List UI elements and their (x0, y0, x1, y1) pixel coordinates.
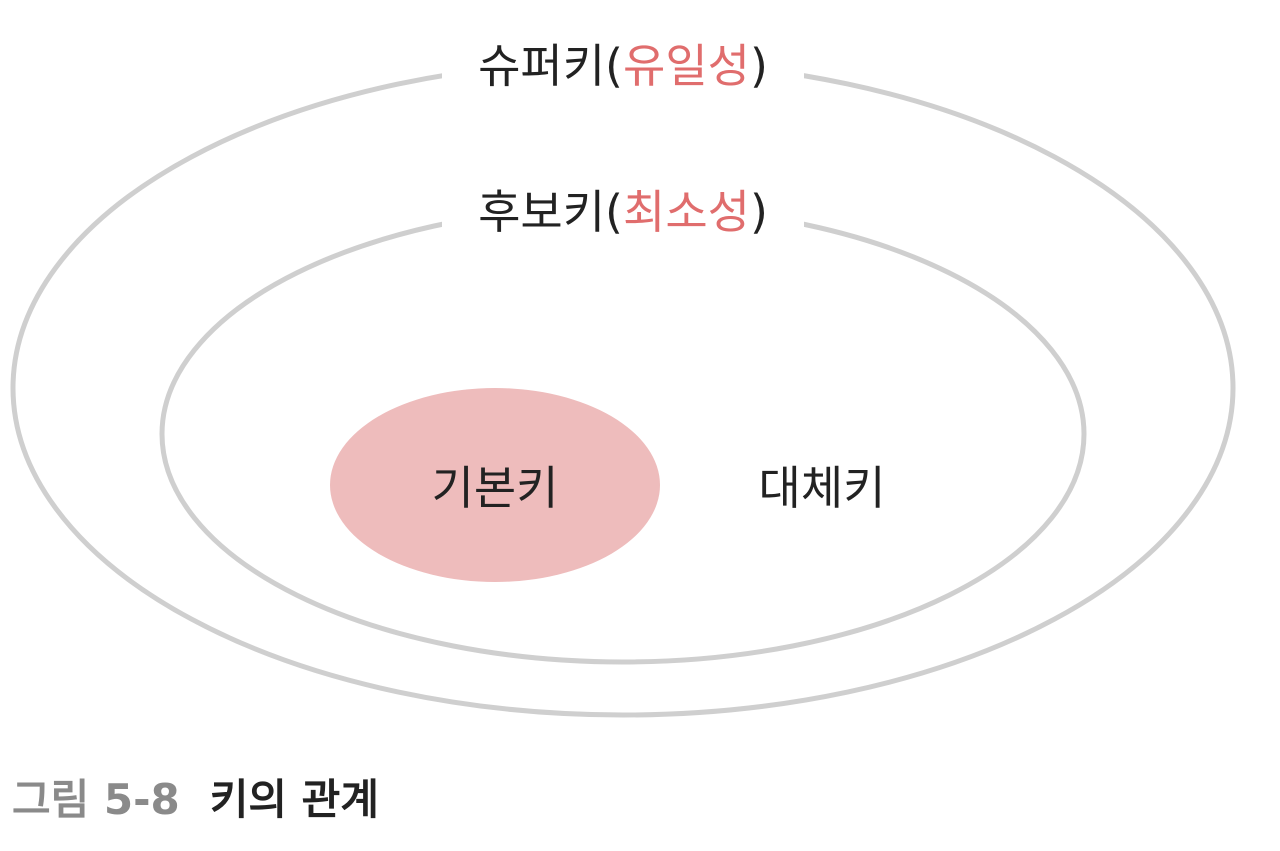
primary-key-ellipse (330, 388, 660, 582)
key-relationship-diagram: 슈퍼키(유일성) 후보키(최소성) 기본키 대체키 (10, 22, 1236, 718)
alternate-key-label: 대체키 (759, 461, 886, 515)
figure-number: 그림 5-8 (12, 775, 180, 824)
candidate-key-property: 최소성 (623, 185, 750, 239)
superkey-ellipse (10, 58, 1236, 718)
superkey-name: 슈퍼키 (478, 39, 605, 93)
superkey-property: 유일성 (623, 39, 750, 93)
primary-key-label: 기본키 (432, 461, 559, 515)
candidate-key-label: 후보키(최소성) (478, 185, 768, 239)
candidate-key-name: 후보키 (478, 185, 605, 239)
candidate-key-open-paren: ( (605, 185, 623, 239)
candidate-key-label-gap (442, 168, 804, 248)
candidate-key-close-paren: ) (750, 185, 768, 239)
figure-title: 키의 관계 (209, 775, 379, 824)
figure-caption: 그림 5-8 키의 관계 (12, 770, 379, 830)
superkey-close-paren: ) (750, 39, 768, 93)
superkey-open-paren: ( (605, 39, 623, 93)
superkey-label-gap (442, 22, 804, 102)
superkey-label: 슈퍼키(유일성) (478, 39, 768, 93)
